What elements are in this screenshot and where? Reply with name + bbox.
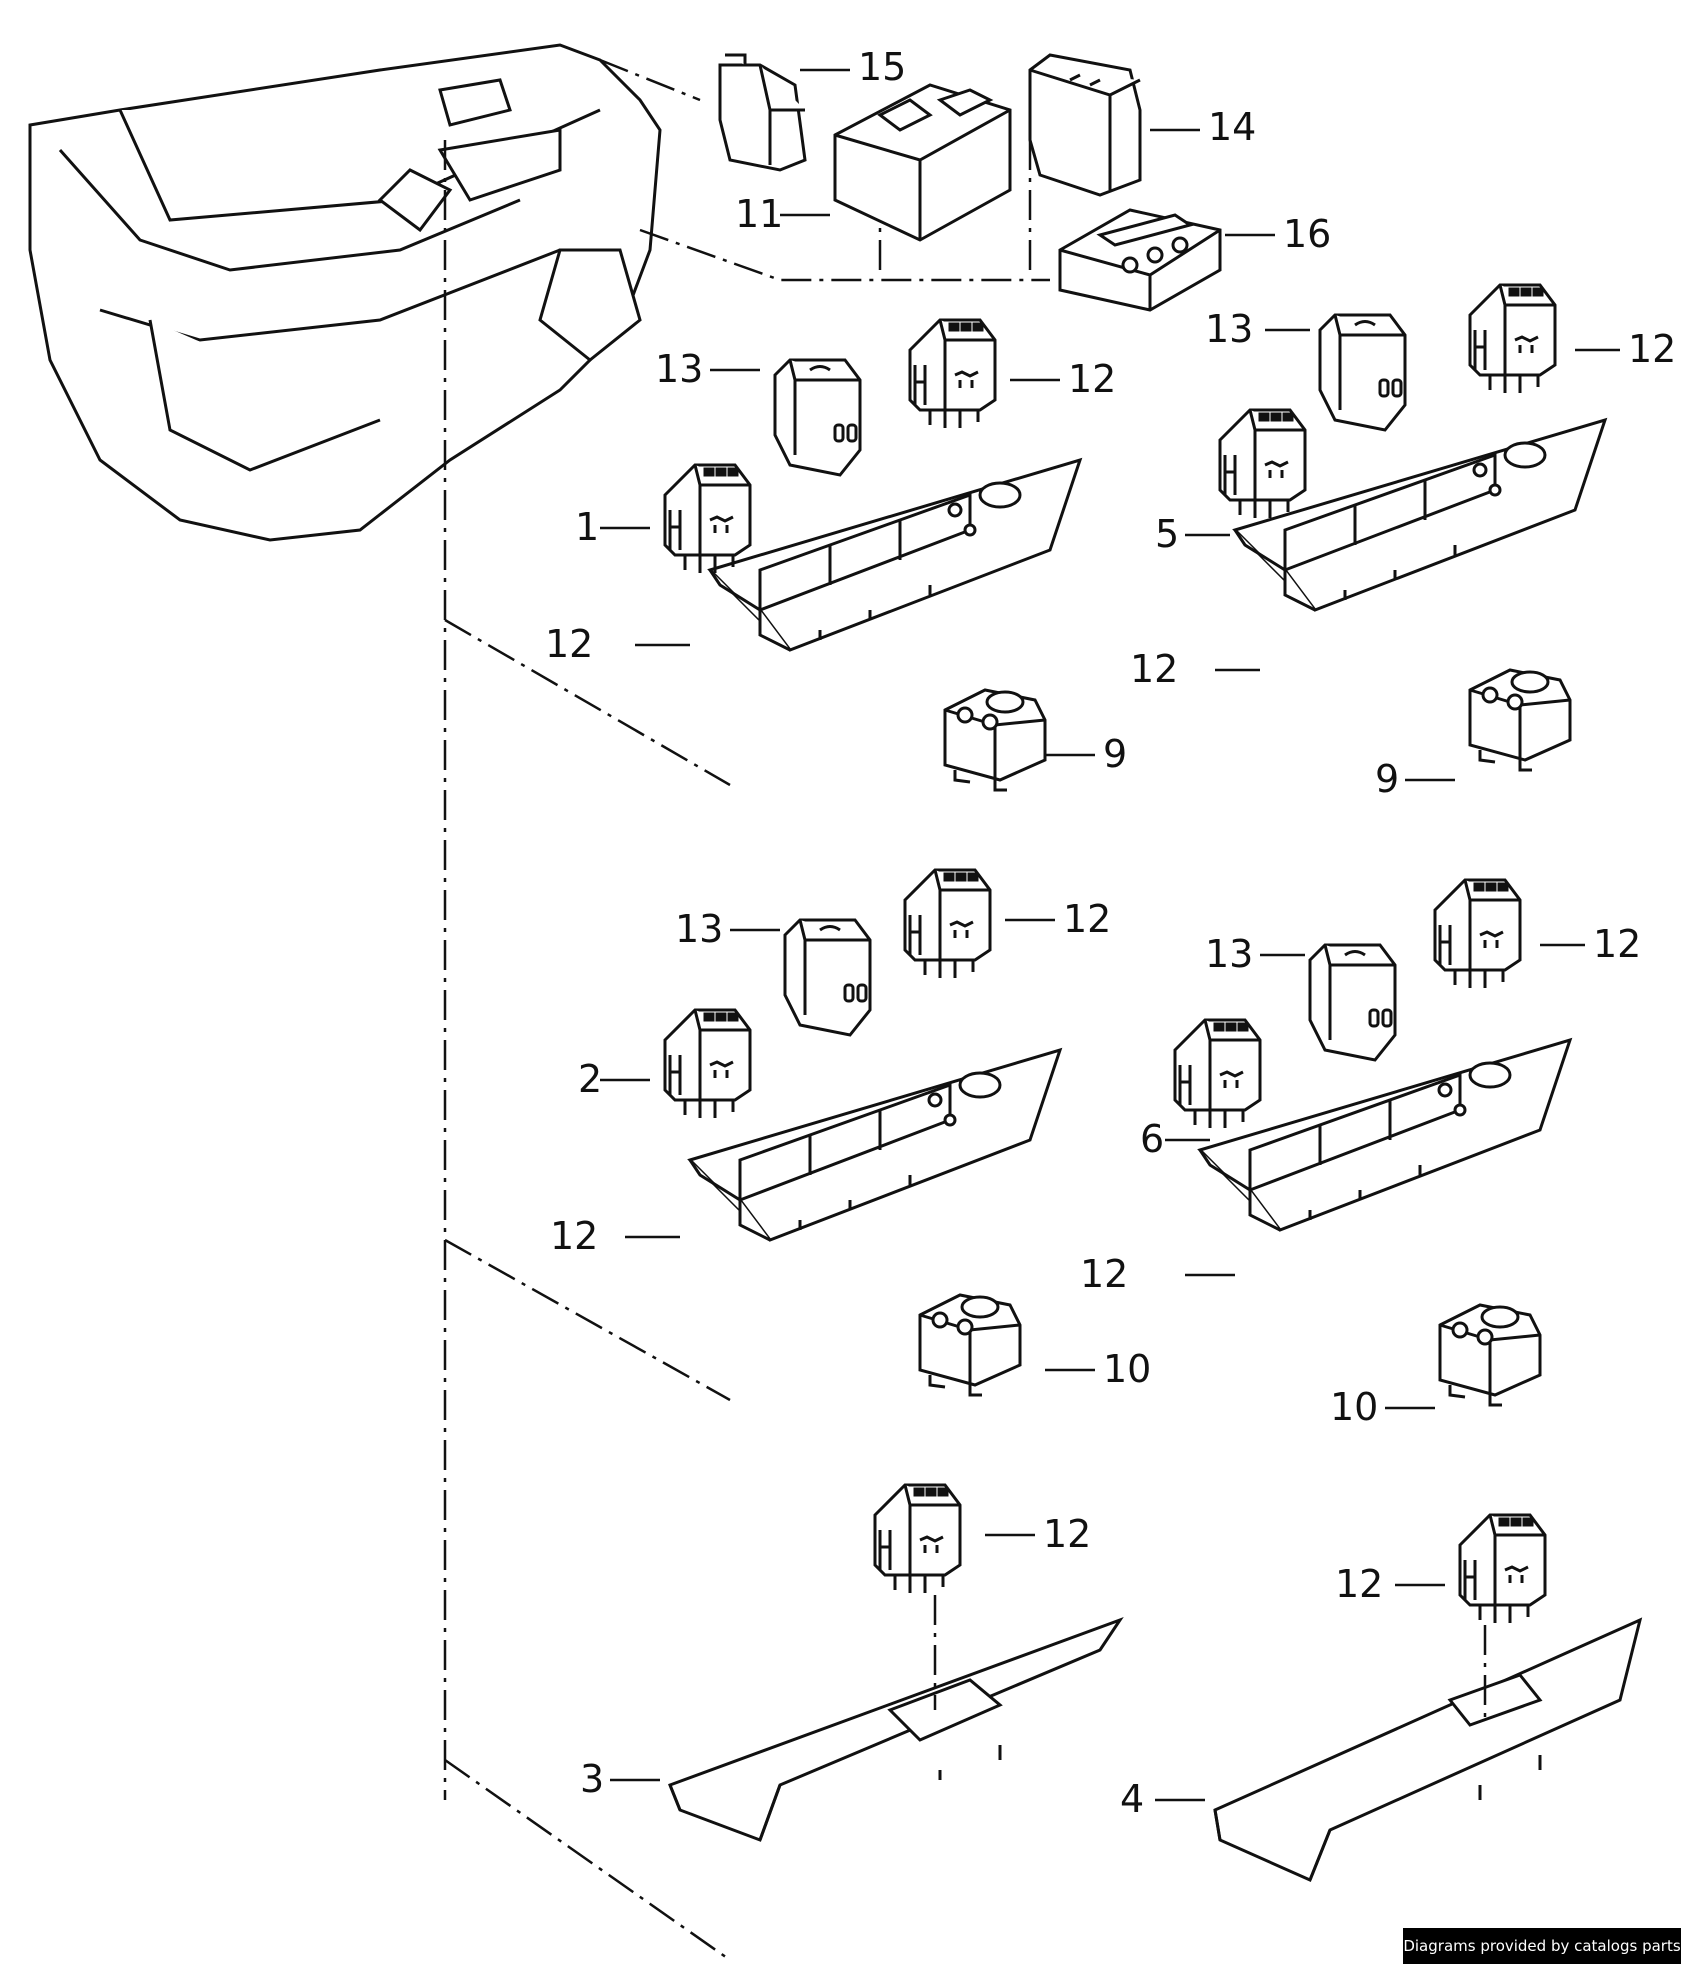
door-trim-panel [28,43,662,542]
part-3-trim [668,1617,1124,1842]
callout-11: 11 [735,192,784,236]
callout-13-a: 13 [655,347,704,391]
callout-4: 4 [1120,1777,1145,1821]
callout-12-a-left: 12 [545,622,594,666]
part-12-switch-b-right [1468,283,1557,395]
callout-12-c-left: 12 [550,1214,599,1258]
callout-1: 1 [575,505,600,549]
callout-16: 16 [1283,212,1332,256]
part-10-mirror-switch-d [1438,1303,1542,1407]
callout-10-c: 10 [1103,1347,1152,1391]
callout-12-b-left: 12 [1130,647,1179,691]
part-12-switch-a-left [663,463,752,575]
callout-12-e: 12 [1043,1512,1092,1556]
part-13-switch-b [1318,313,1407,432]
part-12-switch-e [873,1483,962,1595]
callout-13-b: 13 [1205,307,1254,351]
part-4-trim [1213,1617,1643,1883]
part-14-switch [1028,53,1142,197]
callout-12-f: 12 [1335,1562,1384,1606]
callout-12-b-right: 12 [1628,327,1677,371]
part-12-switch-f [1458,1513,1547,1625]
part-13-switch-d [1308,943,1397,1062]
callout-13-c: 13 [675,907,724,951]
callout-9-a: 9 [1103,732,1128,776]
callout-6: 6 [1140,1117,1165,1161]
part-13-switch-a [773,358,862,477]
callout-12-a-right: 12 [1068,357,1117,401]
part-12-switch-d-left [1173,1018,1262,1130]
part-12-switch-a-right [908,318,997,430]
callout-12-c-right: 12 [1063,897,1112,941]
part-12-switch-d-right [1433,878,1522,990]
callout-12-d-right: 12 [1593,922,1642,966]
part-9-mirror-switch-b [1468,668,1572,772]
part-12-switch-c-left [663,1008,752,1120]
callout-3: 3 [580,1757,605,1801]
part-12-switch-c-right [903,868,992,980]
callout-15: 15 [858,45,907,89]
callout-9-b: 9 [1375,757,1400,801]
part-11-switch-block [833,83,1012,242]
part-10-mirror-switch-c [918,1293,1022,1397]
callout-14: 14 [1208,105,1257,149]
credit-badge: Diagrams provided by catalogs parts [1403,1928,1681,1964]
callout-5: 5 [1155,512,1180,556]
callout-12-d-left: 12 [1080,1252,1129,1296]
part-12-switch-b-left [1218,408,1307,520]
part-1-panel [708,458,1082,652]
callout-ticks [600,68,1620,1802]
part-15-switch [718,53,807,172]
callout-2: 2 [578,1057,603,1101]
callout-10-d: 10 [1330,1385,1379,1429]
part-16-switch [1058,208,1222,312]
callout-13-d: 13 [1205,932,1254,976]
part-9-mirror-switch-a [943,688,1047,792]
part-13-switch-c [783,918,872,1037]
